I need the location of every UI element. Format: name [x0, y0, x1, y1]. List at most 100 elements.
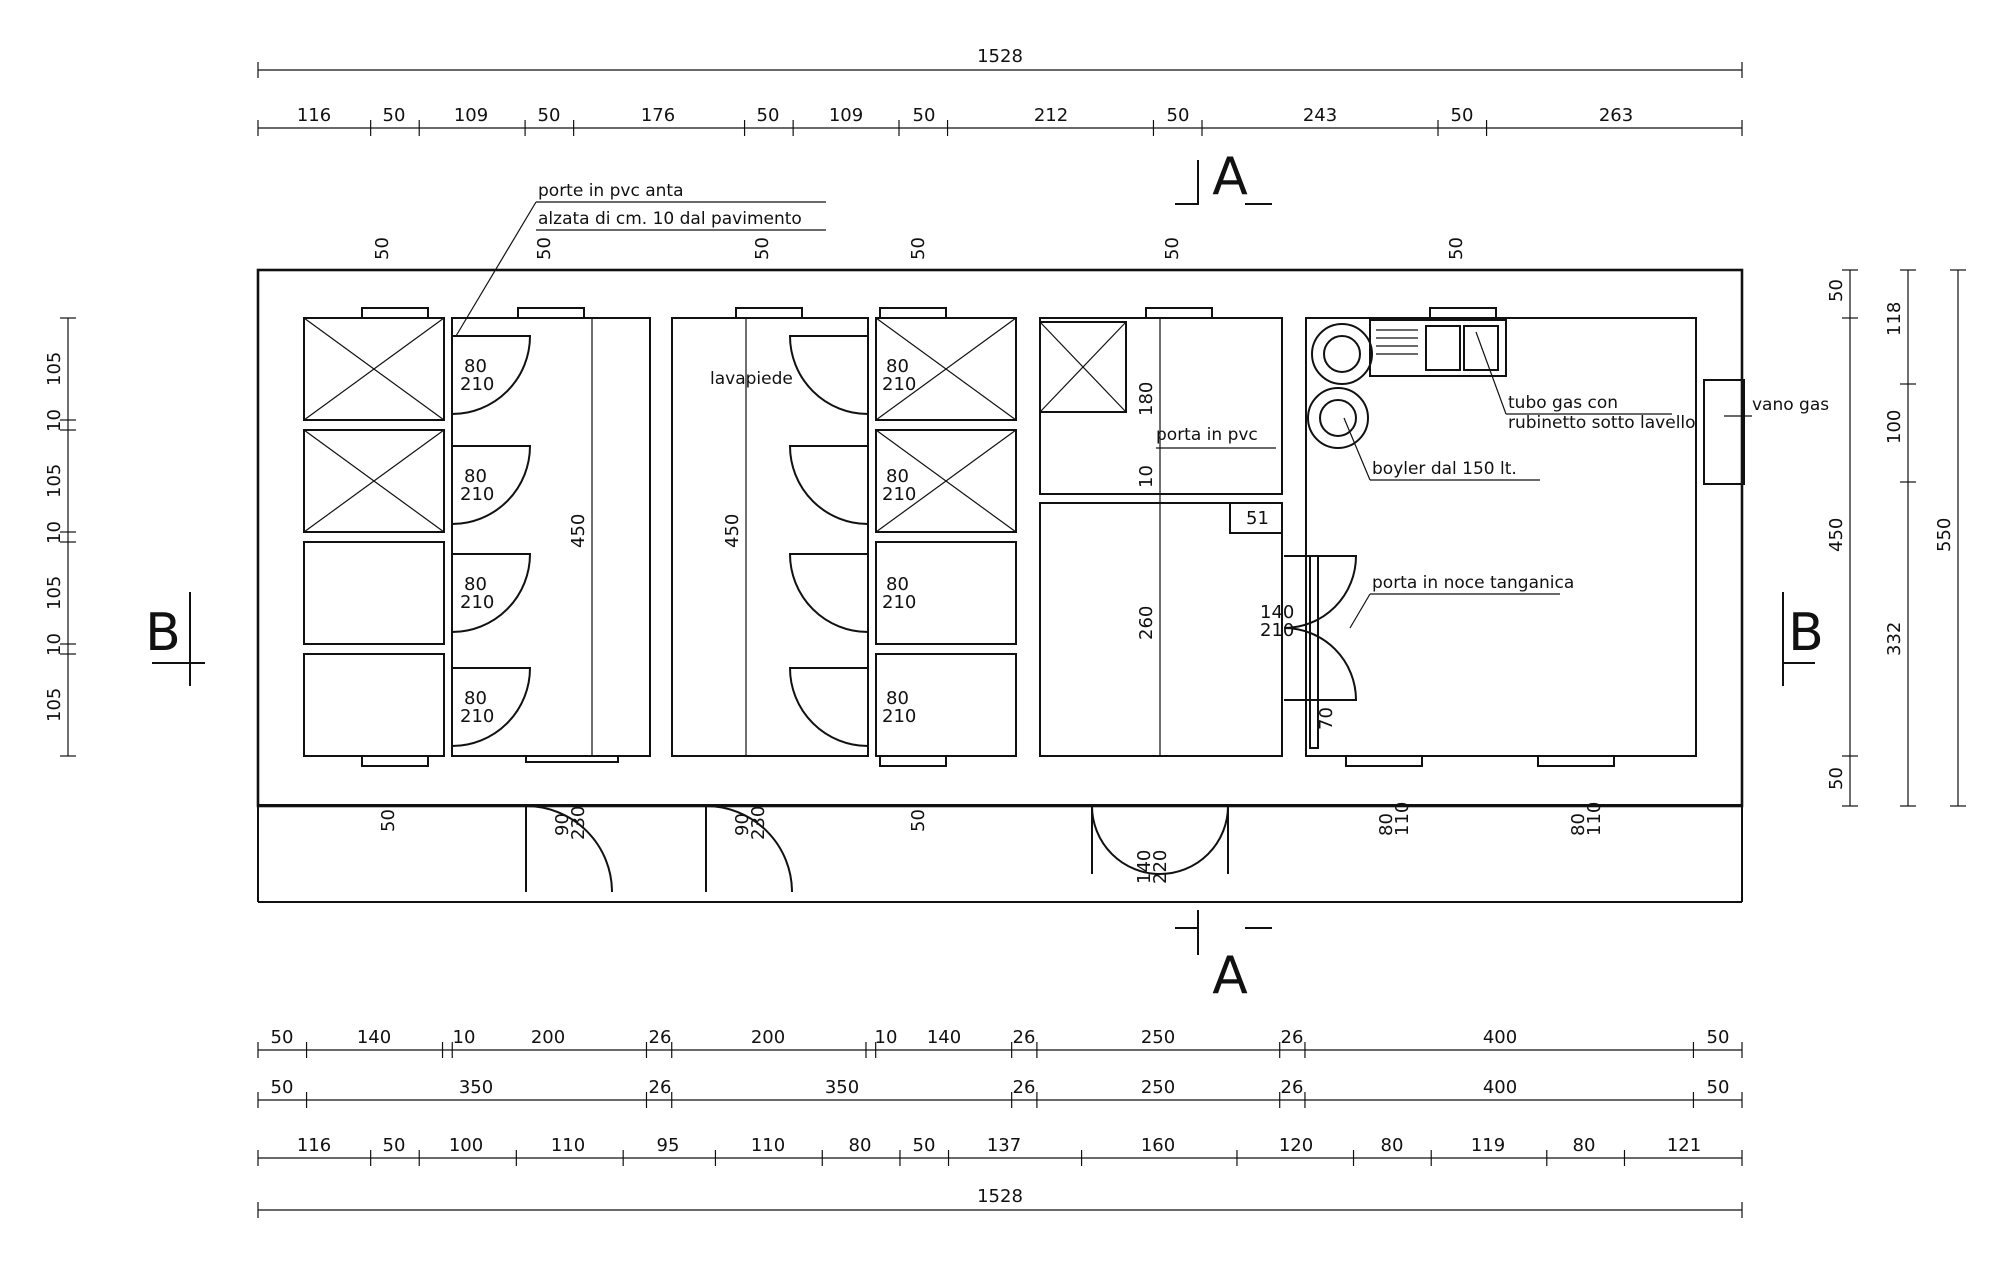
top-dim: 109 — [454, 105, 488, 126]
right-dimensions: 50 450 50 118 100 332 550 — [1826, 269, 1966, 807]
bottom-dim: 110 — [551, 1135, 585, 1156]
length-label: 180 — [1136, 382, 1157, 416]
window-label: 50 — [908, 809, 929, 832]
door-height: 210 — [882, 592, 916, 613]
top-dim: 50 — [757, 105, 780, 126]
bottom-dim: 26 — [649, 1027, 672, 1048]
bottom-dim: 26 — [1281, 1027, 1304, 1048]
left-dim: 105 — [44, 352, 65, 386]
bottom-dim: 100 — [449, 1135, 483, 1156]
bottom-dim: 350 — [825, 1077, 859, 1098]
door-note-line1: porte in pvc anta — [538, 181, 684, 201]
bottom-dim: 350 — [459, 1077, 493, 1098]
door-width: 80 — [464, 356, 487, 377]
double-door-height: 220 — [1150, 850, 1171, 884]
length-label: 10 — [1136, 465, 1157, 488]
bottom-dim: 95 — [657, 1135, 680, 1156]
bottom-dim: 137 — [987, 1135, 1021, 1156]
overall-length-bottom: 1528 — [977, 1186, 1023, 1207]
bottom-dim: 120 — [1279, 1135, 1313, 1156]
door-width: 80 — [886, 574, 909, 595]
right-dim-inner: 50 — [1826, 767, 1847, 790]
main-door-height: 230 — [748, 806, 769, 840]
length-label: 260 — [1136, 606, 1157, 640]
bottom-dim: 121 — [1667, 1135, 1701, 1156]
door-note-line2: alzata di cm. 10 dal pavimento — [538, 209, 802, 229]
bottom-dim: 10 — [453, 1027, 476, 1048]
tubo-gas-line2: rubinetto sotto lavello — [1508, 413, 1696, 433]
inner-door-height: 210 — [1260, 620, 1294, 641]
bottom-dimension-rows: 50 140 10 200 26 200 10 140 26 250 26 40… — [257, 1027, 1743, 1166]
window-label: 50 — [534, 237, 555, 260]
door-width: 80 — [464, 574, 487, 595]
door-size-labels: 80 210 80 210 80 210 80 210 80 210 80 21… — [460, 356, 1294, 884]
door-height: 210 — [882, 374, 916, 395]
bottom-dim: 200 — [531, 1027, 565, 1048]
kitchen-window-label: 110 — [1584, 802, 1605, 836]
bottom-dim: 26 — [1013, 1077, 1036, 1098]
window-label: 50 — [908, 237, 929, 260]
block-1 — [303, 317, 651, 763]
bottom-dim: 50 — [1707, 1027, 1730, 1048]
top-overall-dimension: 1528 — [257, 46, 1743, 78]
bottom-overall-dimension: 1528 — [257, 1186, 1743, 1218]
bottom-dim: 140 — [927, 1027, 961, 1048]
wc-cubicle — [303, 653, 445, 757]
top-dim: 50 — [913, 105, 936, 126]
top-dim: 212 — [1034, 105, 1068, 126]
shower-cubicle — [875, 429, 1017, 533]
bottom-dim: 50 — [913, 1135, 936, 1156]
vano-gas-label: vano gas — [1752, 395, 1829, 415]
bottom-dim: 26 — [1013, 1027, 1036, 1048]
bottom-dim: 400 — [1483, 1027, 1517, 1048]
top-dim: 50 — [383, 105, 406, 126]
bottom-dim: 50 — [383, 1135, 406, 1156]
main-door-width: 90 — [552, 813, 573, 836]
right-dim-middle: 100 — [1884, 410, 1905, 444]
gas-niche — [1703, 379, 1745, 485]
right-dim-middle: 332 — [1884, 622, 1905, 656]
left-dim: 105 — [44, 464, 65, 498]
bottom-dim: 80 — [849, 1135, 872, 1156]
shower-cubicle — [303, 429, 445, 533]
building-outline — [256, 268, 1744, 903]
kitchen-room — [1305, 317, 1697, 757]
top-dim: 50 — [538, 105, 561, 126]
kitchen-window-label: 110 — [1392, 802, 1413, 836]
top-dim: 109 — [829, 105, 863, 126]
left-dim: 105 — [44, 576, 65, 610]
door-width: 80 — [464, 466, 487, 487]
annotations: porte in pvc anta alzata di cm. 10 dal p… — [455, 181, 1829, 629]
shower-tray — [1039, 321, 1127, 413]
top-dim: 116 — [297, 105, 331, 126]
boiler-icon — [1307, 387, 1369, 449]
bottom-windows: 50 50 80 110 80 110 — [361, 755, 1615, 836]
door-height: 210 — [460, 592, 494, 613]
door-width: 80 — [886, 356, 909, 377]
sink-unit — [1369, 319, 1507, 377]
top-segment-dimension: 116 50 109 50 176 50 109 50 212 50 243 5… — [257, 105, 1743, 136]
length-label: 450 — [568, 514, 589, 548]
section-label-a: A — [1212, 946, 1248, 1006]
left-dim: 10 — [44, 409, 65, 432]
section-mark-b-left: B — [145, 592, 205, 686]
main-door-height: 230 — [568, 806, 589, 840]
right-dim-middle: 118 — [1884, 302, 1905, 336]
left-dim: 10 — [44, 633, 65, 656]
kitchen-window-label: 80 — [1376, 813, 1397, 836]
bottom-dim: 110 — [751, 1135, 785, 1156]
door-height: 210 — [460, 484, 494, 505]
door-width: 80 — [464, 688, 487, 709]
bottom-dim: 250 — [1141, 1077, 1175, 1098]
section-mark-b-right: B — [1782, 592, 1824, 686]
block-4-kitchen — [1305, 317, 1745, 757]
left-dim: 10 — [44, 521, 65, 544]
door-height: 210 — [882, 706, 916, 727]
bottom-dim: 160 — [1141, 1135, 1175, 1156]
section-label-a: A — [1212, 147, 1248, 207]
bottom-dim: 50 — [271, 1077, 294, 1098]
lavapiede-label: lavapiede — [710, 369, 793, 389]
door-height: 210 — [460, 374, 494, 395]
wc-cubicle — [303, 541, 445, 645]
